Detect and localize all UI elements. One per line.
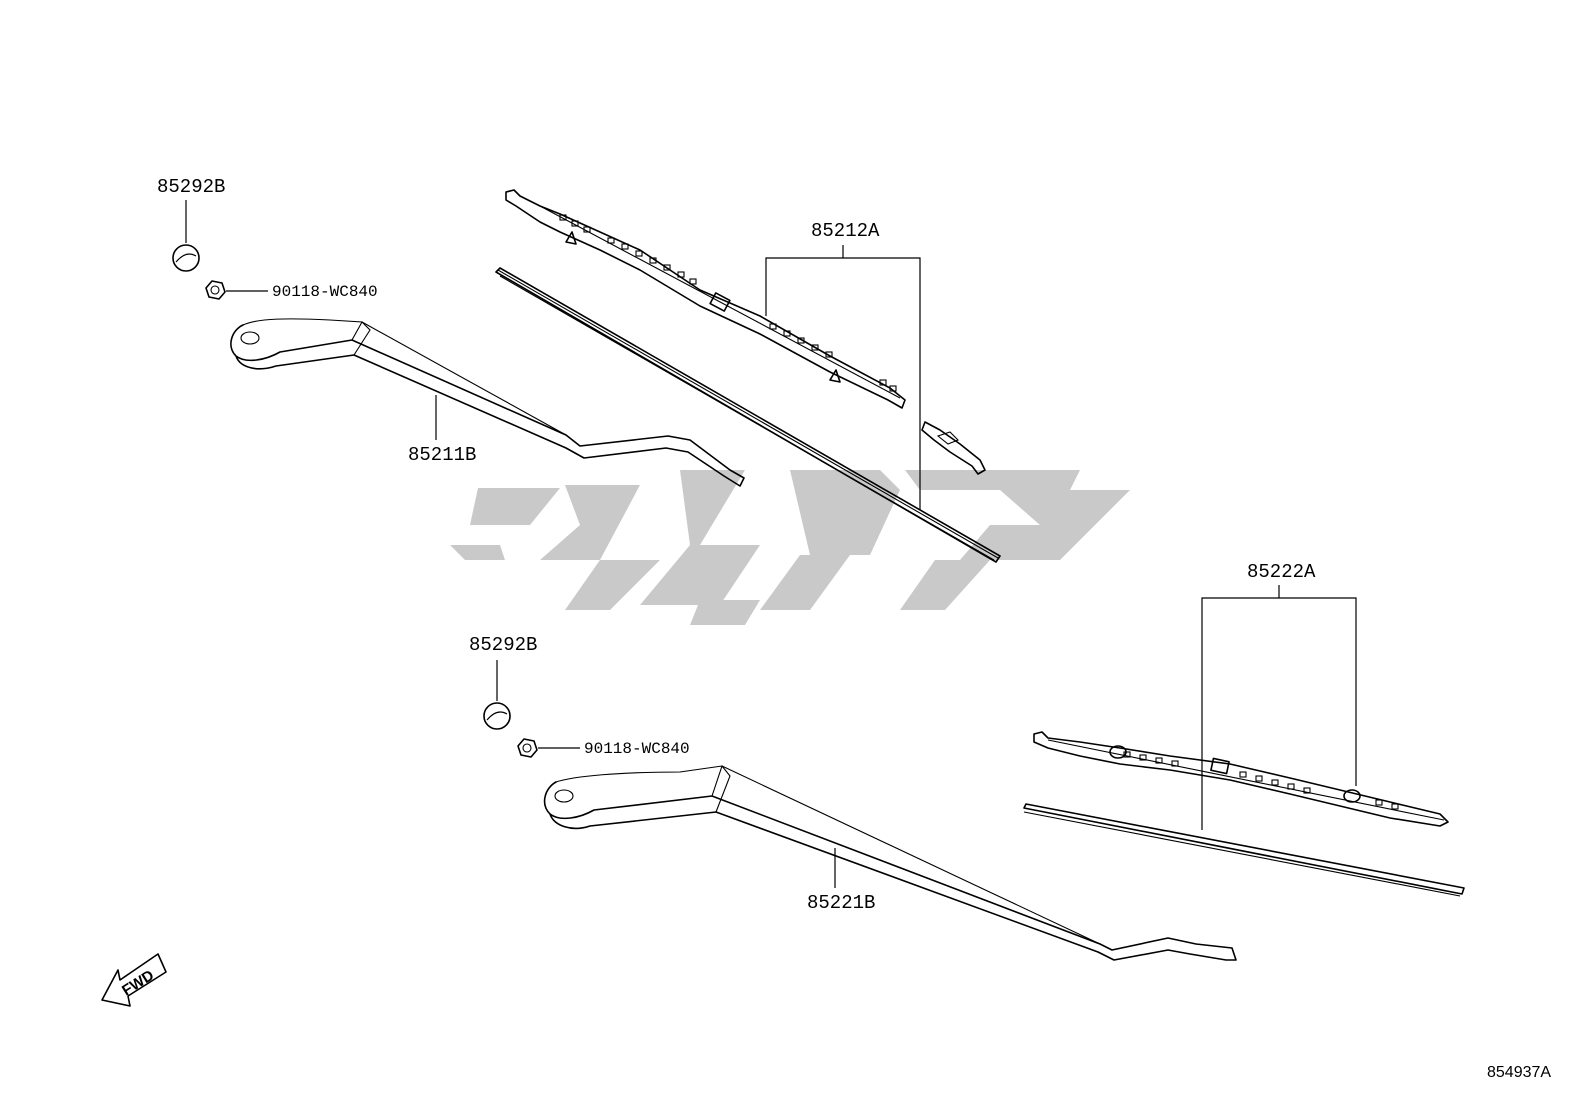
arm-lower-label: 85221B	[807, 892, 875, 914]
wiper-blade-frame-lower-icon	[1033, 731, 1449, 827]
cap-upper-label: 85292B	[157, 176, 225, 198]
nut-lower-icon	[517, 738, 538, 758]
blade-upper-label: 85212A	[811, 220, 880, 242]
nut-lower-label: 90118-WC840	[584, 740, 690, 758]
blade-lower-bracket	[1201, 597, 1357, 830]
forward-direction-label: FWD	[119, 967, 157, 1000]
wiper-blade-frame-upper-icon	[505, 189, 986, 475]
nut-upper-icon	[205, 280, 226, 300]
wiper-arm-upper-icon	[230, 318, 745, 487]
wiper-blade-rubber-upper-icon	[495, 267, 1001, 563]
cap-lower-label: 85292B	[469, 634, 537, 656]
blade-lower-label: 85222A	[1247, 561, 1316, 583]
wiper-arm-lower-icon	[543, 765, 1237, 961]
cap-lower-icon	[483, 702, 511, 730]
figure-id: 854937A	[1487, 1064, 1551, 1081]
arm-upper-label: 85211B	[408, 444, 476, 466]
cap-upper-icon	[172, 244, 200, 272]
watermark-logo	[450, 470, 1130, 625]
nut-upper-label: 90118-WC840	[272, 283, 378, 301]
forward-direction-arrow-icon: FWD	[101, 953, 167, 1007]
wiper-blade-rubber-lower-icon	[1023, 803, 1465, 897]
